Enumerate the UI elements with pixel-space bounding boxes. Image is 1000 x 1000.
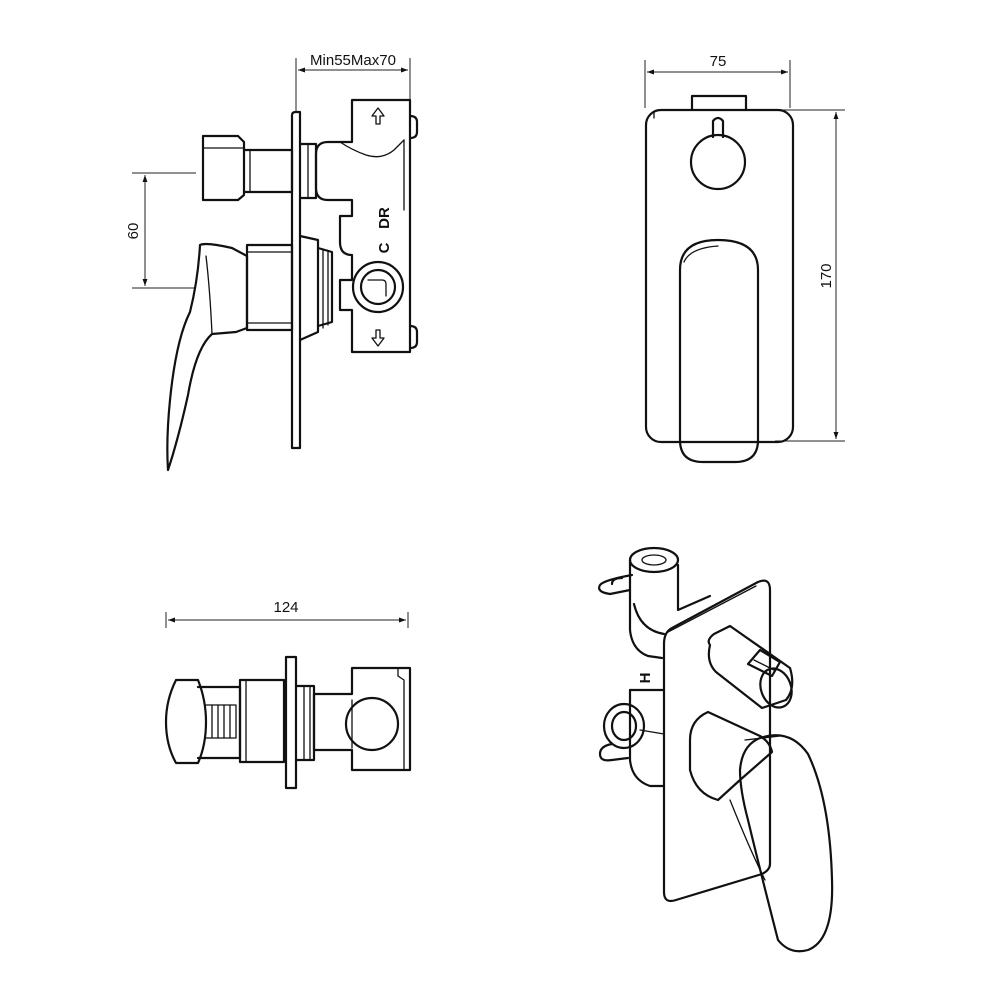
wall-plate-top: [284, 655, 298, 790]
overall-depth-label: 124: [273, 599, 298, 616]
cold-marking: C: [376, 242, 393, 253]
diverter-knob-iso: [707, 624, 794, 710]
valve-body-top: [312, 666, 412, 772]
lever-handle-side: [166, 234, 334, 472]
diverter-knob-side: [201, 134, 318, 202]
plate-height-dimension: 170: [760, 109, 845, 442]
lever-handle-iso: [688, 710, 834, 953]
wall-plate-side: [290, 110, 302, 450]
handle-spacing-label: 60: [125, 223, 142, 240]
top-view: 124: [164, 599, 412, 790]
lever-handle-front: [678, 238, 760, 464]
side-view: Min55Max70 60: [125, 52, 419, 472]
hot-marking: H: [637, 673, 654, 684]
arrow-up-icon: [371, 107, 385, 125]
depth-dimension: Min55Max70: [295, 52, 411, 112]
outlet-ring-side: [351, 260, 405, 314]
diverter-knob-front: [689, 116, 747, 191]
diverter-marking: DR: [376, 207, 393, 229]
diverter-tab-front: [690, 94, 748, 112]
inlet-port-iso: [602, 702, 665, 750]
depth-range-label: Min55Max70: [310, 52, 396, 69]
arrow-down-icon: [371, 329, 385, 347]
overall-depth-dimension: 124: [165, 599, 409, 628]
plate-width-dimension: 75: [644, 53, 791, 108]
valve-body-side: [314, 98, 419, 354]
trim-cylinder-top: [238, 678, 286, 764]
plate-height-label: 170: [818, 263, 835, 288]
outlet-boss-top: [344, 696, 400, 752]
lever-handle-top: [164, 678, 242, 765]
wall-plate-front: [644, 108, 795, 444]
handle-spacing-dimension: 60: [125, 172, 196, 289]
plate-width-label: 75: [710, 53, 727, 70]
valve-body-iso: [598, 546, 712, 788]
isometric-view: H: [598, 546, 834, 953]
front-view: 75 170: [644, 53, 845, 464]
